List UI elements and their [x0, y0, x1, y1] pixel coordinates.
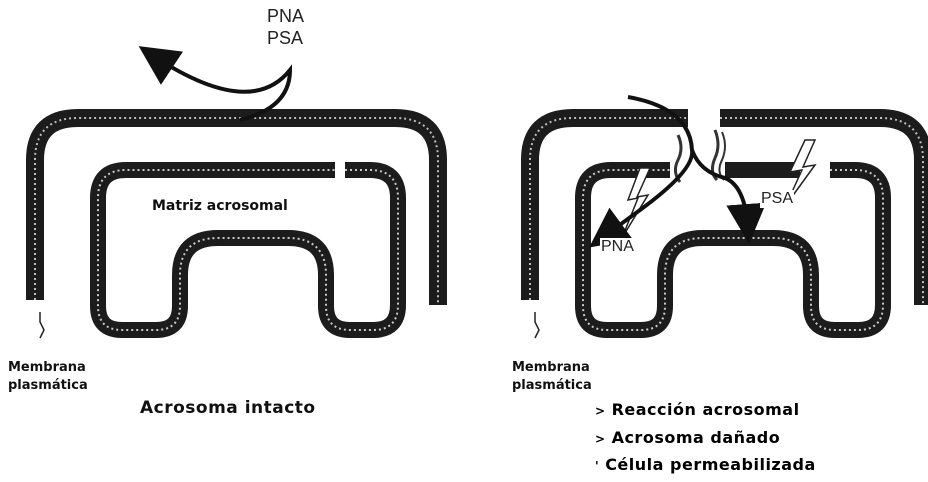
left-membrane-label-line1: Membrana — [8, 359, 86, 376]
left-membrane-pointer — [40, 312, 44, 338]
legend-item: > Acrosoma dañado — [595, 428, 780, 447]
psa-entry-arrow — [692, 150, 748, 228]
acrosomal-matrix-label: Matriz acrosomal — [152, 198, 288, 214]
legend-text: Acrosoma dañado — [612, 428, 781, 447]
legend-text: Célula permeabilizada — [605, 455, 816, 474]
legend-item: ' Célula permeabilizada — [595, 455, 816, 474]
right-membrane-label-line1: Membrana — [512, 359, 590, 376]
left-acrosome-membrane — [98, 170, 398, 330]
right-psa-label: PSA — [760, 190, 794, 208]
left-caption: Acrosoma intacto — [140, 398, 316, 418]
right-membrane-pointer — [535, 312, 539, 338]
lectin-label-psa: PSA — [267, 28, 303, 48]
lightning-bolt-left — [622, 168, 650, 238]
legend-marker: > — [595, 404, 606, 418]
lectin-label-pna: PNA — [267, 6, 304, 26]
right-membrane-label-line2: plasmática — [512, 377, 592, 394]
left-membrane-label-line2: plasmática — [8, 377, 88, 394]
legend-item: > Reacción acrosomal — [595, 400, 800, 419]
right-pna-label: PNA — [600, 238, 635, 256]
legend-marker: > — [595, 432, 606, 446]
legend-text: Reacción acrosomal — [612, 400, 800, 419]
legend-marker: ' — [595, 459, 599, 473]
